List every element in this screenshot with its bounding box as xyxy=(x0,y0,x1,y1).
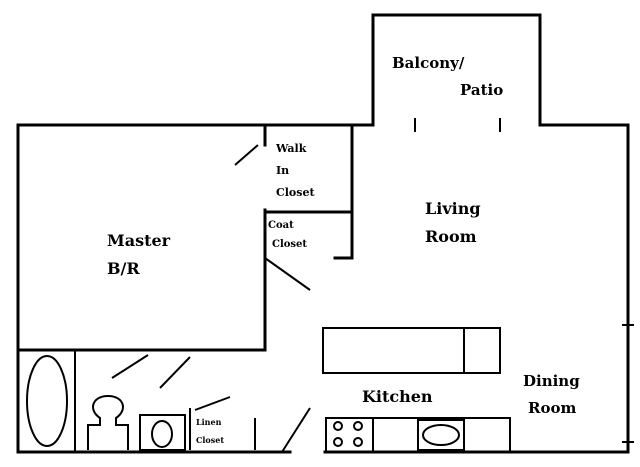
label-coat-closet: Closet xyxy=(272,239,307,250)
label-walk: Walk xyxy=(275,142,307,155)
walls xyxy=(16,13,634,454)
label-kitchen: Kitchen xyxy=(362,387,433,406)
kitchen-sink xyxy=(422,424,460,446)
stove-burners xyxy=(333,421,363,447)
label-closet: Closet xyxy=(276,186,315,199)
room-labels: Balcony/ Patio Walk In Closet Coat Close… xyxy=(107,54,580,445)
label-linen: Linen xyxy=(196,417,222,427)
toilet xyxy=(87,394,129,450)
sink xyxy=(151,420,173,448)
label-living-room: Room xyxy=(425,227,477,246)
label-br: B/R xyxy=(107,259,140,278)
label-balcony: Balcony/ xyxy=(392,54,465,72)
upper-counter xyxy=(322,327,501,374)
label-coat: Coat xyxy=(268,220,294,231)
linen-closet xyxy=(189,408,256,450)
bathtub xyxy=(26,355,68,447)
label-linen-closet: Closet xyxy=(196,435,224,445)
label-dining: Dining xyxy=(523,372,580,390)
label-dining-room: Room xyxy=(528,399,576,417)
sink-cabinet xyxy=(139,414,186,451)
label-in: In xyxy=(276,164,289,177)
label-living: Living xyxy=(425,199,481,218)
fixtures xyxy=(26,327,511,453)
label-patio: Patio xyxy=(460,81,503,99)
lower-counter xyxy=(325,417,511,453)
label-master: Master xyxy=(107,231,171,250)
